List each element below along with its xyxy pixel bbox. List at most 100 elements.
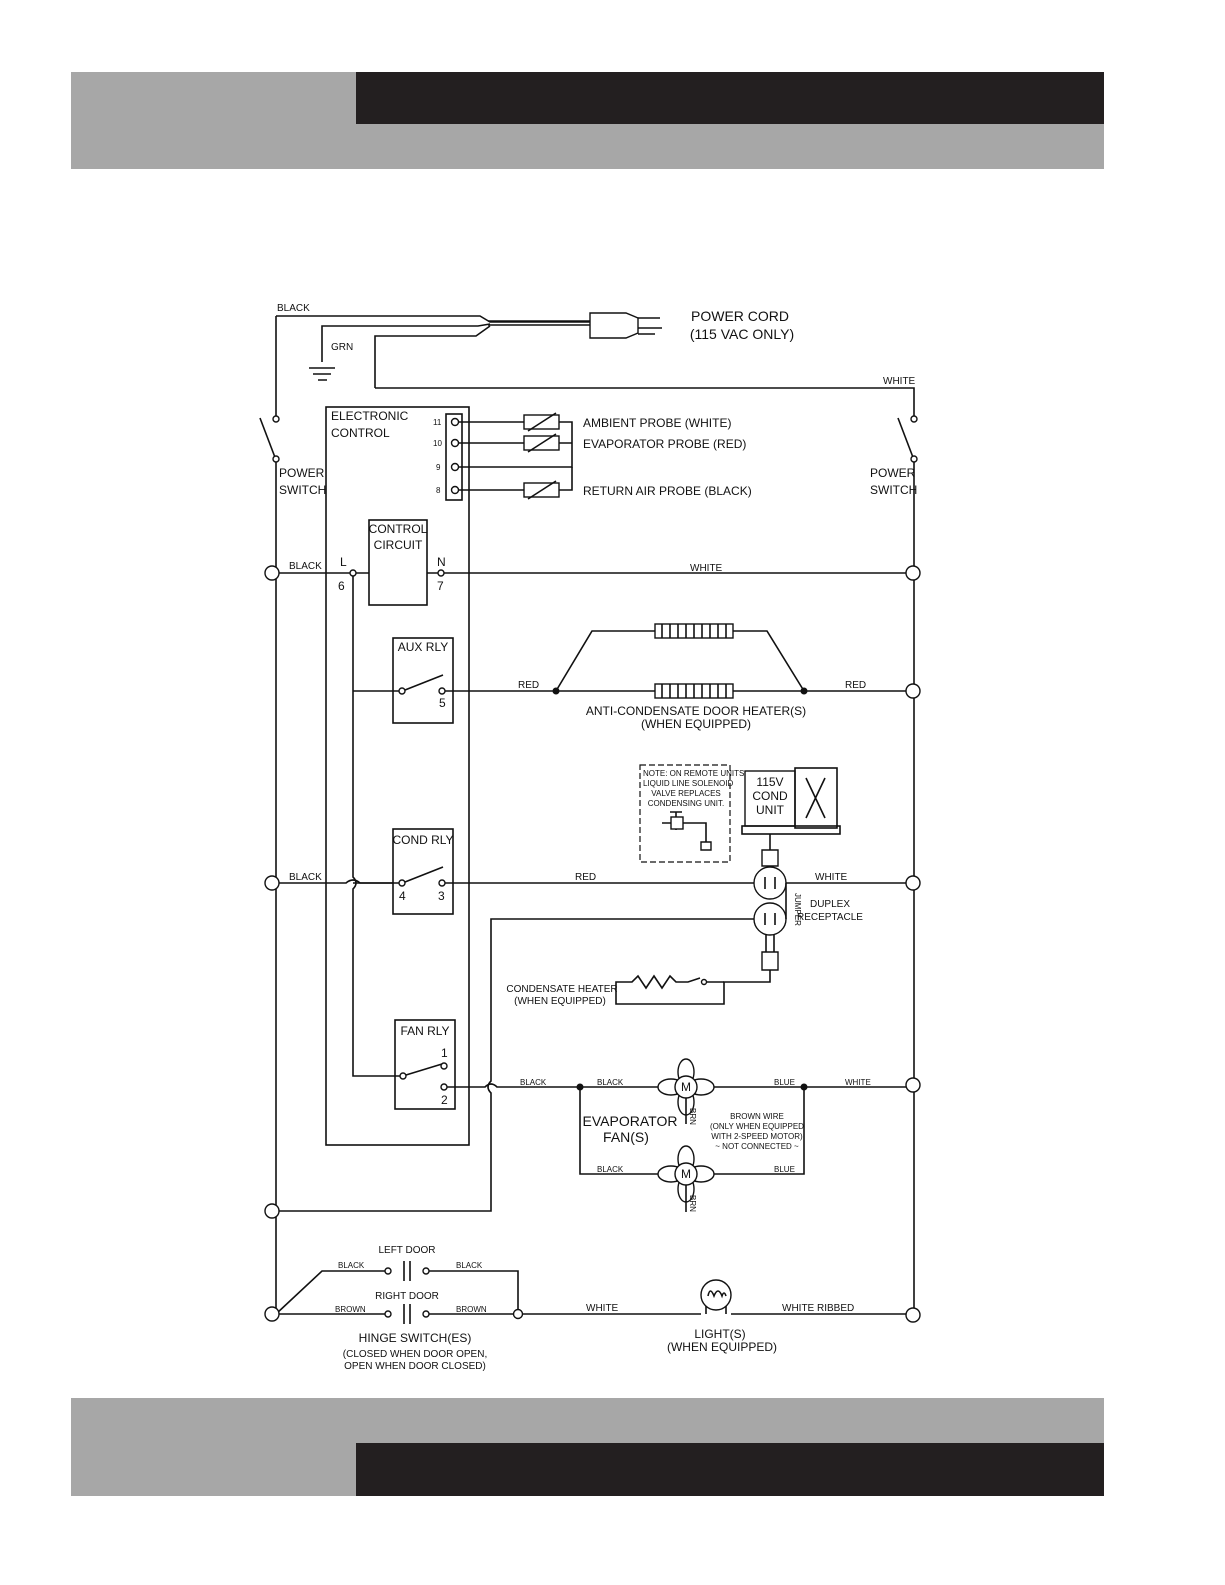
note-line-4: CONDENSING UNIT. [648, 799, 724, 808]
terminal-7: 7 [437, 579, 444, 593]
door-heater-top [555, 623, 805, 692]
aux-relay-box [392, 637, 454, 724]
condensate-heater-note: (WHEN EQUIPPED) [514, 996, 606, 1007]
terminal-L: L [340, 555, 347, 569]
evaporator-fan-top [657, 1058, 715, 1124]
wire-label-white-ribbed: WHITE RIBBED [782, 1303, 854, 1314]
wire-label-white-1: WHITE [690, 563, 723, 574]
return-air-probe-label: RETURN AIR PROBE (BLACK) [583, 484, 752, 498]
wire-label-black-top: BLACK [277, 303, 310, 314]
electronic-control-label-2: CONTROL [331, 426, 390, 440]
ground-symbol [309, 367, 335, 381]
lights-label-2: (WHEN EQUIPPED) [667, 1340, 777, 1354]
power-switch-left-2: SWITCH [279, 483, 326, 497]
wire-label-white-light: WHITE [586, 1303, 619, 1314]
condensate-heater-label: CONDENSATE HEATER [506, 984, 617, 995]
wire-label-black-cond: BLACK [289, 872, 322, 883]
lights-label-1: LIGHT(S) [694, 1327, 745, 1341]
wire-label-white-top: WHITE [883, 376, 916, 387]
rail-black-cond [276, 879, 393, 884]
cond-relay-box [392, 828, 454, 915]
duplex-receptacle [753, 866, 787, 936]
cond-relay-label: COND RLY [392, 833, 453, 847]
note-line-1: NOTE: ON REMOTE UNITS, [643, 769, 747, 778]
control-circuit-label-1: CONTROL [369, 522, 428, 536]
wire-label-brown-hinge-1: BROWN [335, 1305, 366, 1314]
duplex-label-1: DUPLEX [810, 899, 850, 910]
power-switch-right-1: POWER [870, 466, 916, 480]
wire-label-black-fan-1: BLACK [520, 1078, 547, 1087]
electronic-control-label-1: ELECTRONIC [331, 409, 409, 423]
light-bulb-icon [700, 1279, 732, 1314]
wire-label-blue-fan-2: BLUE [774, 1165, 795, 1174]
power-cord-note: (115 VAC ONLY) [690, 326, 794, 342]
header-band-dark [356, 72, 1104, 124]
hinge-note-2: OPEN WHEN DOOR CLOSED) [344, 1361, 486, 1372]
terminal-8: 8 [436, 486, 441, 495]
door-heater-bottom [654, 683, 734, 699]
terminal-4: 4 [399, 889, 406, 903]
remote-units-note-box [639, 764, 731, 863]
evaporator-probe-label: EVAPORATOR PROBE (RED) [583, 437, 746, 451]
left-door-label: LEFT DOOR [378, 1245, 435, 1256]
door-heater-note: (WHEN EQUIPPED) [641, 717, 751, 731]
left-switch-blade [259, 417, 277, 461]
solenoid-valve-icon [662, 811, 712, 851]
terminal-9: 9 [436, 463, 441, 472]
terminal-5: 5 [439, 696, 446, 710]
note-line-2: LIQUID LINE SOLENOID [643, 779, 733, 788]
ambient-probe [523, 412, 560, 432]
wire-label-black-fan-2: BLACK [597, 1078, 624, 1087]
brn-label-top: BRN [688, 1108, 697, 1125]
aux-relay-label: AUX RLY [398, 640, 448, 654]
evaporator-fan-bottom [657, 1145, 715, 1212]
motor-bottom-label: M [681, 1167, 691, 1181]
power-switch-left-1: POWER [279, 466, 325, 480]
fan-relay-label: FAN RLY [400, 1024, 449, 1038]
wire-label-red-aux-left: RED [518, 680, 539, 691]
terminal-block [445, 413, 463, 501]
evaporator-fan-label-1: EVAPORATOR [583, 1113, 678, 1129]
cond-unit-label-1: 115V [756, 775, 783, 789]
terminal-1: 1 [441, 1046, 448, 1060]
wire-label-brown-hinge-2: BROWN [456, 1305, 487, 1314]
condensate-heater-wire [615, 970, 771, 1005]
wire-label-blue-fan-1: BLUE [774, 1078, 795, 1087]
rail-black-fan [447, 1083, 914, 1088]
wire-label-white-fan: WHITE [845, 1078, 871, 1087]
wire-label-black-fan-3: BLACK [597, 1165, 624, 1174]
receptacle-feed-wire [276, 918, 754, 1212]
power-cord: POWER CORD (115 VAC ONLY) BLACK GRN WHIT… [276, 303, 916, 388]
electronic-control-box [325, 406, 470, 1146]
wire-label-white-cond: WHITE [815, 872, 848, 883]
terminal-N: N [437, 555, 446, 569]
fan-relay-box [394, 1019, 456, 1110]
terminal-3: 3 [438, 889, 445, 903]
rail-junctions [264, 565, 921, 1323]
power-switch-right-2: SWITCH [870, 483, 917, 497]
door-heater-label: ANTI-CONDENSATE DOOR HEATER(S) [586, 704, 806, 718]
wire-label-grn: GRN [331, 342, 353, 353]
terminal-10: 10 [433, 439, 442, 448]
wire-label-black-hinge-1: BLACK [338, 1261, 365, 1270]
terminal-2: 2 [441, 1093, 448, 1107]
ambient-probe-label: AMBIENT PROBE (WHITE) [583, 416, 731, 430]
brown-wire-note-2: (ONLY WHEN EQUIPPED [710, 1122, 804, 1131]
brn-label-bottom: BRN [688, 1195, 697, 1212]
wire-label-red-aux-right: RED [845, 680, 866, 691]
wire-label-red-cond: RED [575, 872, 596, 883]
cond-unit-label-3: UNIT [756, 803, 785, 817]
terminal-6: 6 [338, 579, 345, 593]
control-circuit-box [368, 519, 428, 606]
brown-wire-note-4: ~ NOT CONNECTED ~ [715, 1142, 799, 1151]
right-switch-blade [897, 417, 915, 461]
right-door-label: RIGHT DOOR [375, 1291, 439, 1302]
wire-label-black-hinge-2: BLACK [456, 1261, 483, 1270]
hinge-right-wire [429, 1270, 519, 1315]
note-line-3: VALVE REPLACES [651, 789, 721, 798]
hinge-note-1: (CLOSED WHEN DOOR OPEN, [343, 1349, 487, 1360]
right-door-switch [384, 1304, 430, 1324]
duplex-label-2: RECEPTACLE [797, 912, 863, 923]
terminal-11: 11 [433, 418, 442, 427]
